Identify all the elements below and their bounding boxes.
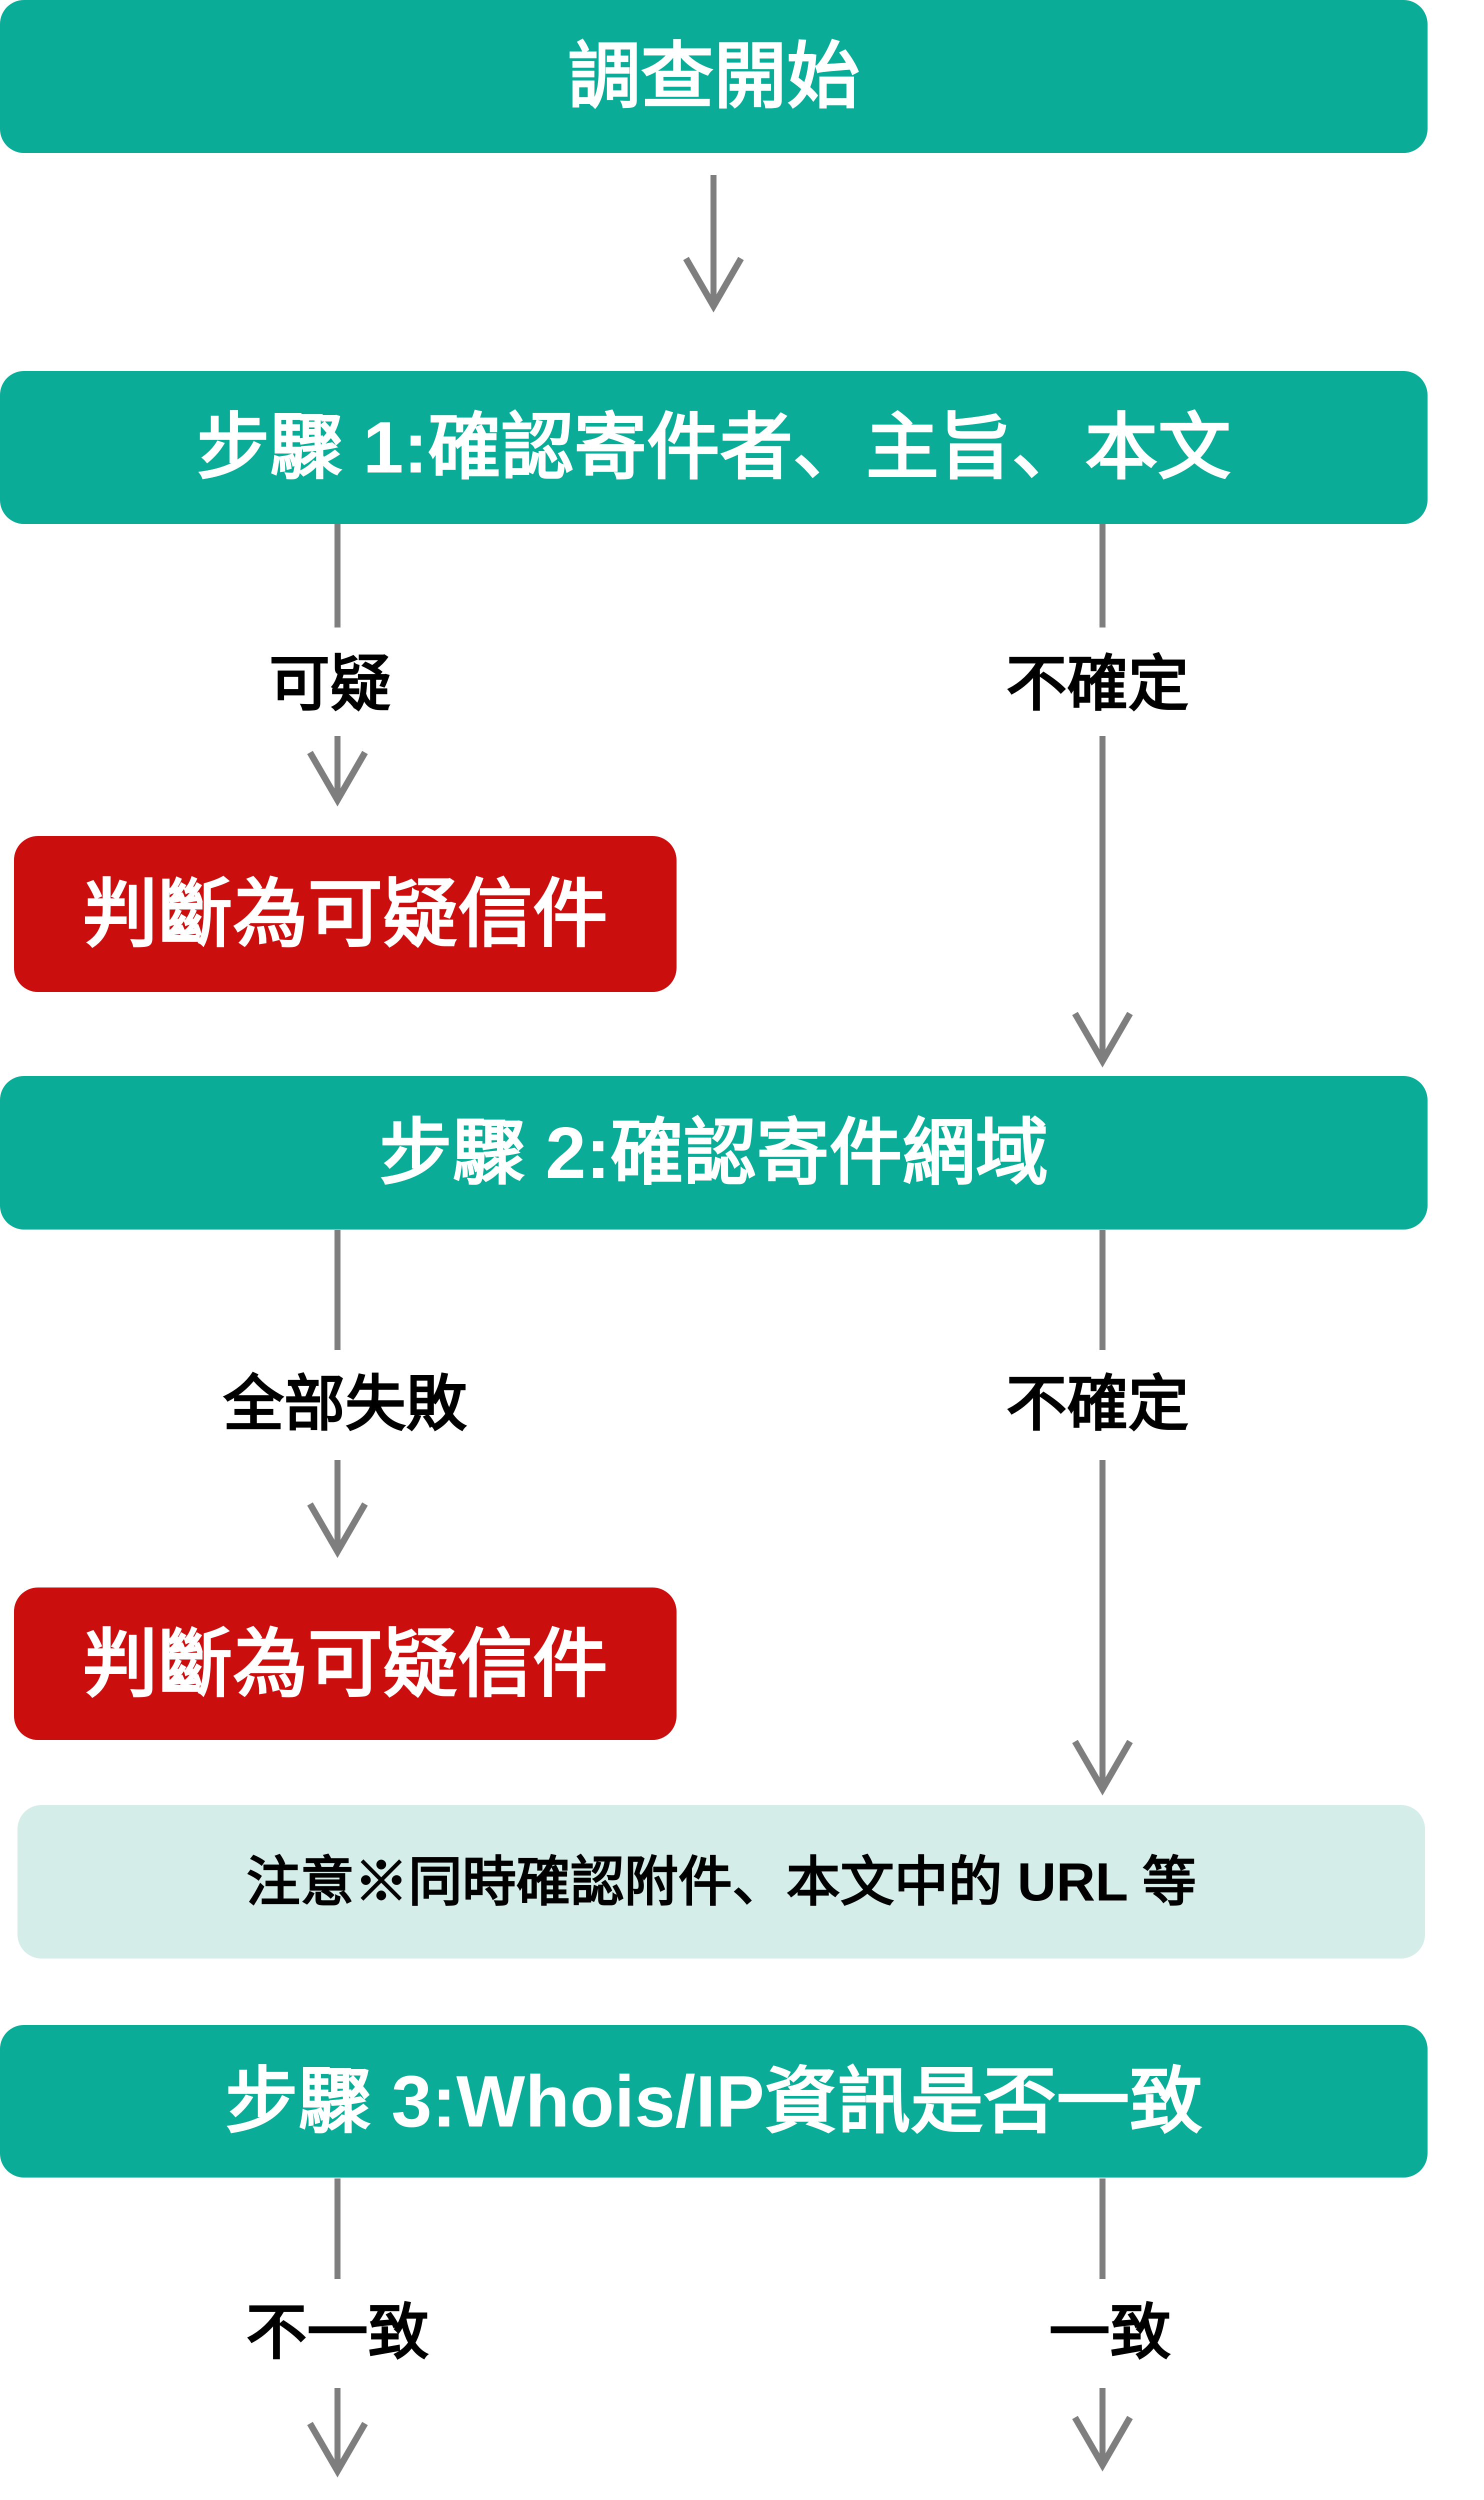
connector-step2-suspicious2-arrowhead (307, 1502, 368, 1558)
node-note-label: 注意※同時確認附件、本文中的 URL 等 (246, 1851, 1196, 1912)
node-outcome-suspicious-1-label: 判斷為可疑信件 (82, 872, 608, 956)
node-outcome-suspicious-1: 判斷為可疑信件 (14, 836, 676, 992)
node-note: 注意※同時確認附件、本文中的 URL 等 (18, 1805, 1425, 1958)
connector-step2-note-arrowhead (1072, 1740, 1133, 1796)
connector-step1-suspicious1-arrowhead (307, 750, 368, 806)
connector-step1-step2-arrowhead (1072, 1012, 1133, 1068)
branch-label-step2-right: 不確定 (1006, 1370, 1189, 1438)
node-step2: 步驟 2:確認寄件網域 (0, 1076, 1428, 1230)
connector-step3-safe-arrowhead (1072, 2416, 1133, 2472)
branch-label-step3-right: 一致 (1049, 2298, 1171, 2366)
node-step3: 步驟 3:Whois/IP資訊是否一致 (0, 2025, 1428, 2178)
node-step3-label: 步驟 3:Whois/IP資訊是否一致 (225, 2060, 1202, 2142)
branch-label-step2-left: 全部失敗 (223, 1370, 467, 1438)
node-outcome-suspicious-2: 判斷為可疑信件 (14, 1588, 676, 1740)
branch-label-step1-right: 不確定 (1006, 650, 1189, 718)
connector-step3-suspicious3-arrowhead (307, 2422, 368, 2478)
node-step1: 步驟 1:確認寄件者、主旨、本文 (0, 371, 1428, 524)
branch-label-step3-left: 不一致 (246, 2298, 429, 2366)
branch-label-step1-left: 可疑 (269, 650, 391, 718)
node-step2-label: 步驟 2:確認寄件網域 (379, 1112, 1048, 1194)
node-outcome-suspicious-2-label: 判斷為可疑信件 (82, 1622, 608, 1706)
connector-start-step1-arrowhead (683, 256, 744, 312)
node-step1-label: 步驟 1:確認寄件者、主旨、本文 (196, 406, 1231, 488)
node-start: 調查開始 (0, 0, 1428, 153)
node-start-label: 調查開始 (568, 36, 860, 117)
